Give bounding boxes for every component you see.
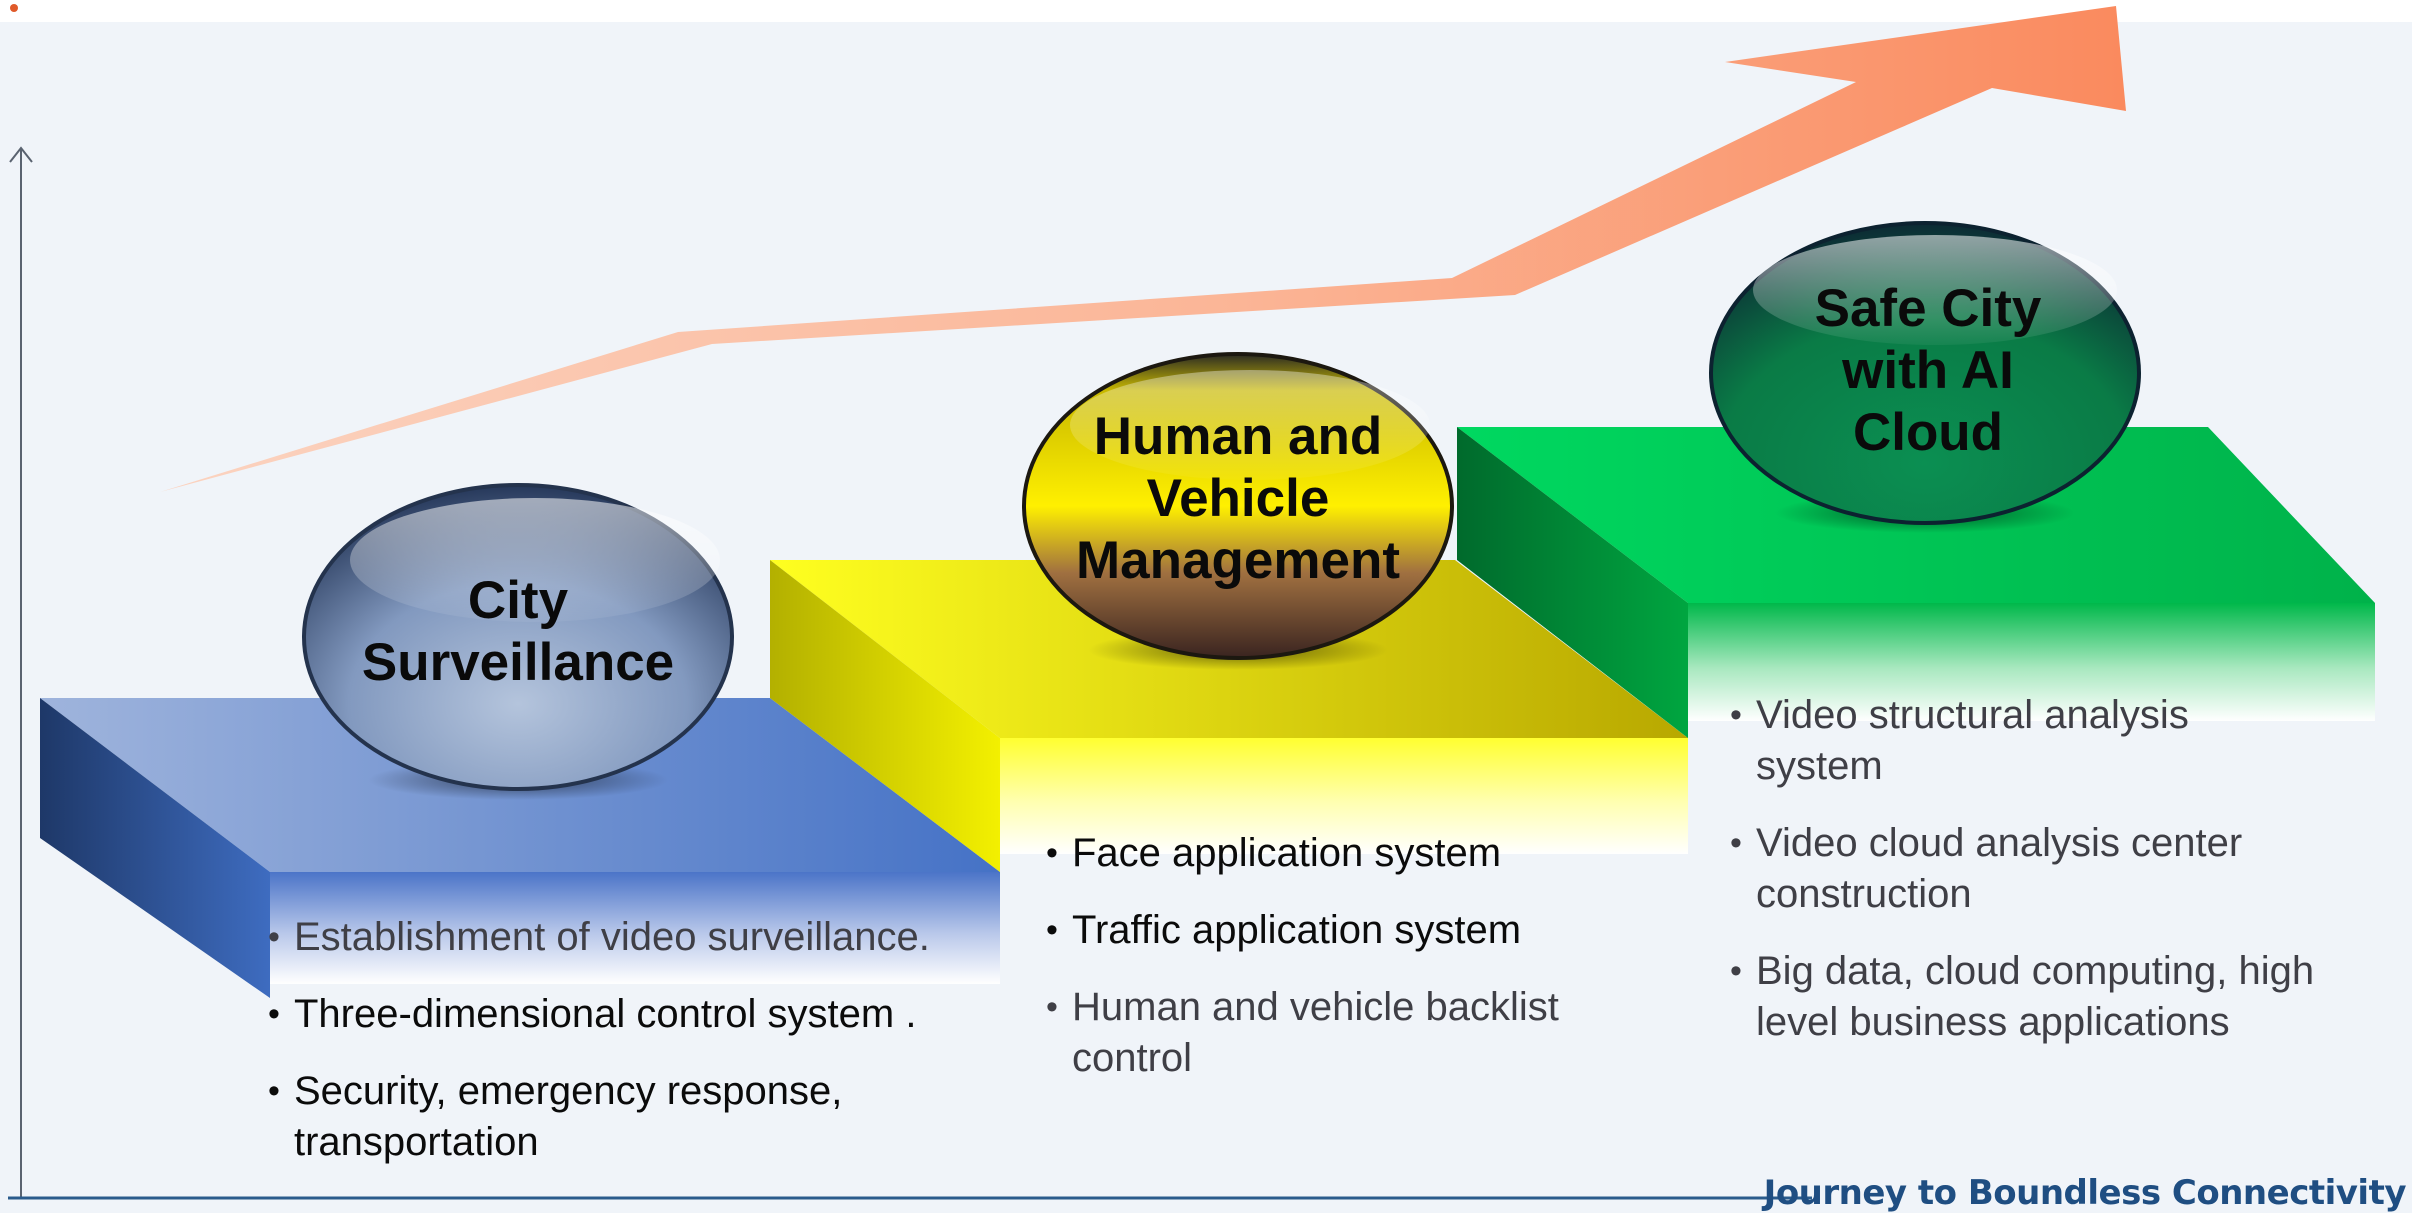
bullet-item: Traffic application system [1046,905,1666,956]
step-title-safe-city: Safe City with AI Cloud [1728,278,2128,464]
corner-dot [10,4,18,12]
bullet-item: Video cloud analysis center construction [1730,818,2326,920]
bullet-item: Establishment of video surveillance. [268,912,1008,963]
footer-title: Journey to Boundless Connectivity [1763,1173,2407,1213]
title-line: Cloud [1852,403,2004,462]
oval-safe-city [1709,221,2141,533]
bullet-item: Human and vehicle backlist control [1046,982,1666,1084]
bullet-item: Video structural analysis system [1730,690,2276,792]
oval-human-vehicle [1022,352,1454,670]
title-line: Human and [1093,407,1383,466]
growth-arrow [160,6,2126,492]
step-title-city-surveillance: City Surveillance [318,570,718,694]
bullet-item: Security, emergency response, transporta… [268,1066,934,1168]
bullet-list-city-surveillance: Establishment of video surveillance. Thr… [268,912,1008,1194]
title-line: Safe City [1814,279,2042,338]
vertical-axis [9,146,33,1198]
top-strip [0,0,2412,22]
title-line: Vehicle [1146,469,1330,528]
title-line: with AI [1842,341,2014,400]
title-line: Management [1076,531,1400,590]
bullet-list-safe-city: Video structural analysis system Video c… [1730,690,2390,1074]
title-line: Surveillance [361,633,675,692]
title-line: City [467,571,569,630]
bullet-list-human-vehicle: Face application system Traffic applicat… [1046,828,1666,1110]
bullet-item: Three-dimensional control system . [268,989,1008,1040]
step-title-human-vehicle: Human and Vehicle Management [1038,406,1438,592]
bullet-item: Face application system [1046,828,1666,879]
bullet-item: Big data, cloud computing, high level bu… [1730,946,2396,1048]
oval-city-surveillance [302,483,734,800]
